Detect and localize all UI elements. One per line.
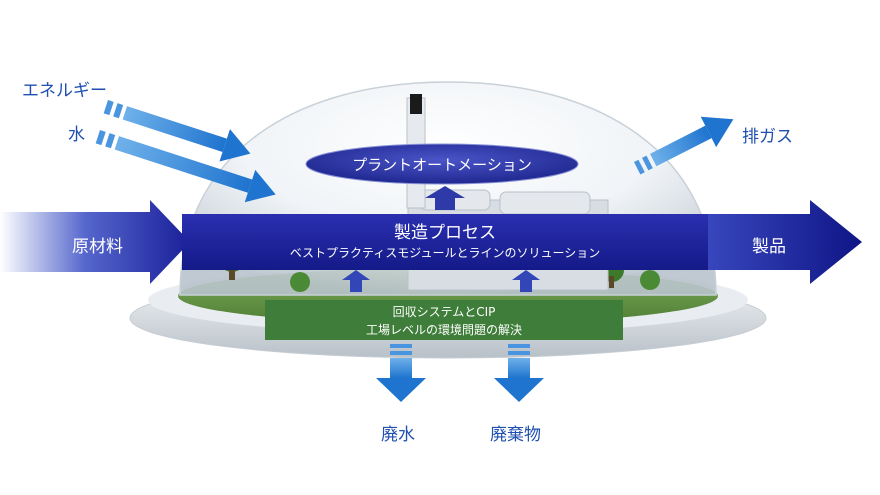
energy-label: エネルギー <box>22 76 107 101</box>
exhaust-label: 排ガス <box>742 122 793 147</box>
automation-label: プラントオートメーション <box>306 154 578 175</box>
products-label: 製品 <box>752 232 786 257</box>
raw-materials-label: 原材料 <box>72 232 123 257</box>
waste-label: 廃棄物 <box>490 420 541 445</box>
process-title: 製造プロセス <box>182 218 708 243</box>
recovery-line1: 回収システムとCIP <box>265 303 623 320</box>
process-subtitle: ベストプラクティスモジュールとラインのソリューション <box>182 244 708 261</box>
wastewater-label: 廃水 <box>381 420 415 445</box>
water-label: 水 <box>68 120 85 145</box>
recovery-line2: 工場レベルの環境問題の解決 <box>265 321 623 338</box>
